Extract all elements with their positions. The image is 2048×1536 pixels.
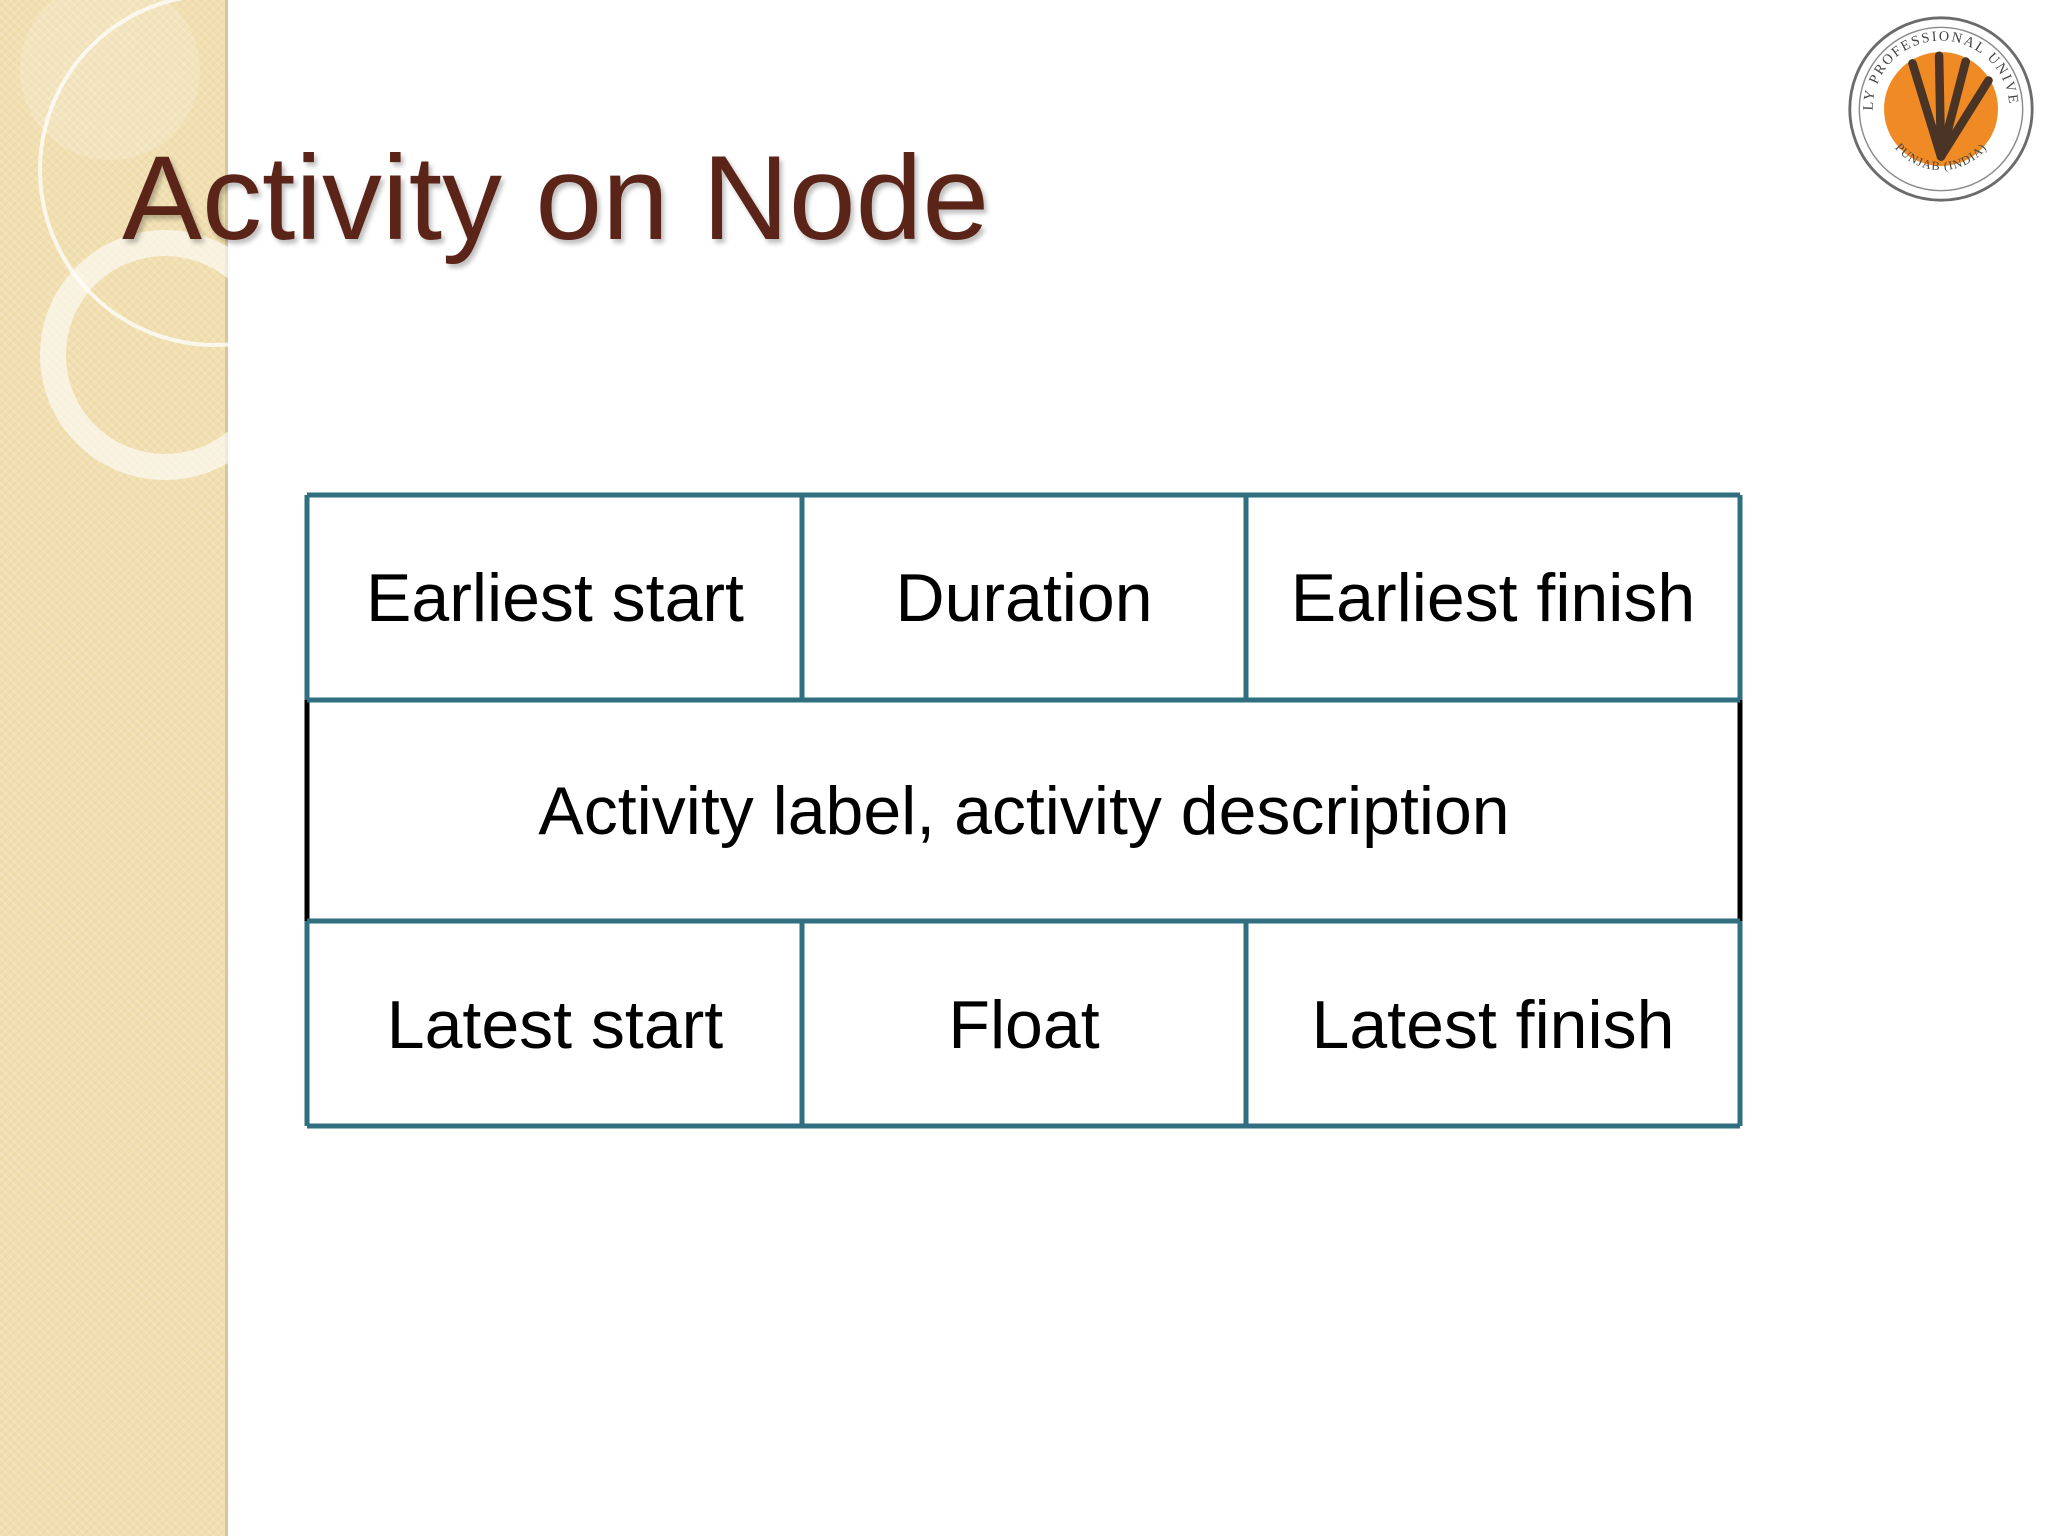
cell-latest-start: Latest start [387,987,723,1063]
cell-activity-label: Activity label, activity description [538,773,1509,849]
soft-highlight [20,0,200,160]
large-ring [38,0,392,347]
decorative-rings [20,0,392,480]
cell-earliest-finish: Earliest finish [1291,560,1695,636]
side-strip-edge [225,0,228,1536]
slide-title: Activity on Node [122,131,990,265]
cell-float: Float [948,987,1099,1063]
cell-latest-finish: Latest finish [1312,987,1675,1063]
cell-duration: Duration [895,560,1152,636]
university-logo: LOVELY PROFESSIONAL UNIVERSITY PUNJAB (I… [1846,14,2034,202]
cell-earliest-start: Earliest start [366,560,744,636]
node-frame [304,492,1743,1129]
small-ring [40,230,290,480]
